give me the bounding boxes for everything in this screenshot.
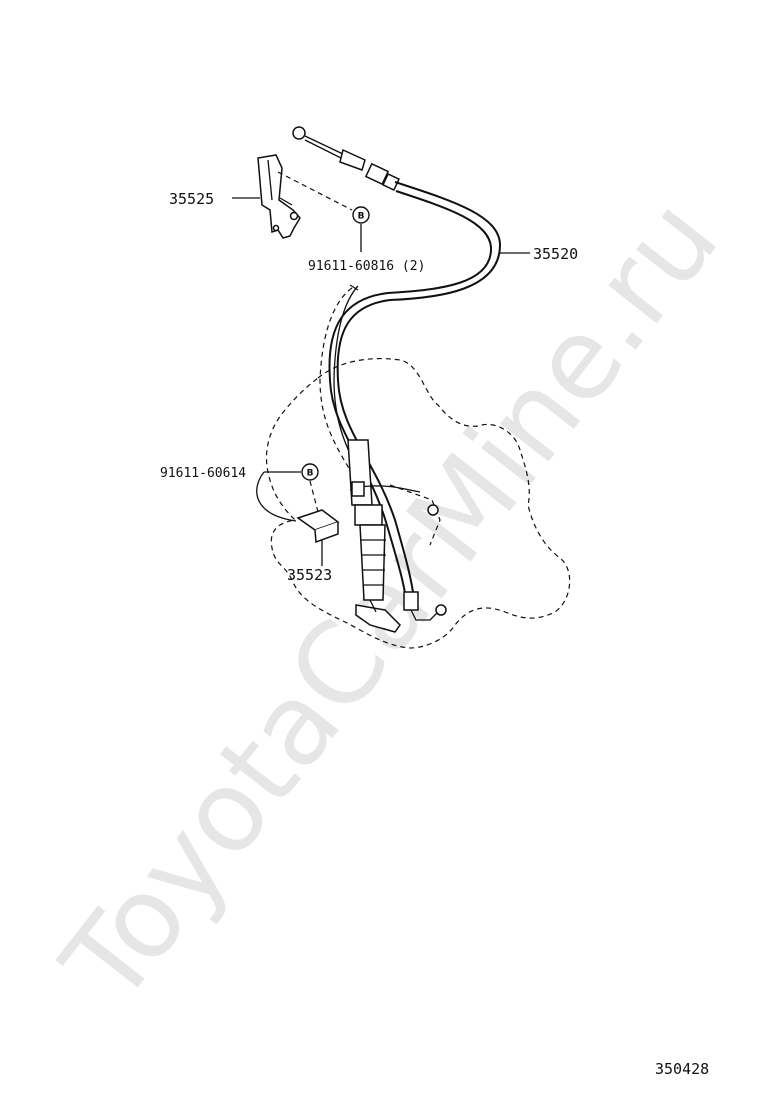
- bracket-35525: [257, 154, 301, 239]
- bolt-badge-lower: B: [301, 463, 319, 513]
- clip-35523: [296, 509, 340, 566]
- figure-number: 350428: [655, 1060, 709, 1078]
- cable-boot: [339, 148, 366, 171]
- secondary-cable-route: [319, 287, 353, 471]
- cable-end-ball: [292, 126, 306, 140]
- callout-35520: 35520: [533, 245, 578, 263]
- leader-bracket-to-bolt: [277, 171, 353, 211]
- svg-text:B: B: [307, 469, 314, 479]
- cable-lower-end: [403, 591, 419, 611]
- bolt-badge-upper: B: [352, 206, 370, 252]
- cable-housing-lower: [347, 439, 441, 633]
- cable-adjuster-nut: [364, 162, 390, 186]
- shift-control-cable: [292, 126, 502, 621]
- svg-text:B: B: [358, 212, 365, 222]
- callout-91611-60816: 91611-60816 (2): [308, 259, 425, 274]
- callout-35523: 35523: [287, 566, 332, 584]
- transmission-housing-outline: [265, 358, 571, 649]
- callout-91611-60614: 91611-60614: [160, 466, 246, 481]
- callout-35525: 35525: [169, 190, 214, 208]
- watermark: ToyotaCarMine.ru: [38, 176, 743, 1028]
